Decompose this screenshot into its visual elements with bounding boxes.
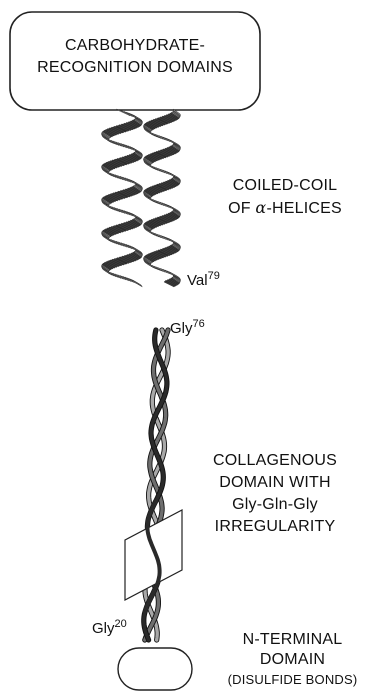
alpha-helix-right-segment [155, 134, 168, 141]
alpha-helix-left-segment [116, 142, 130, 149]
alpha-helix-left [101, 109, 142, 287]
residue-gly20-name: Gly [92, 620, 115, 637]
alpha-helix-left-segment [115, 274, 129, 281]
alpha-helix-right-segment [155, 233, 168, 240]
residue-gly76-number: 76 [193, 318, 205, 330]
alpha-helix-right-segment [156, 168, 169, 175]
collagenous-label-line4: IRREGULARITY [185, 516, 365, 538]
coiled-coil-label-line1: COILED-COIL [200, 175, 367, 197]
residue-gly76-name: Gly [170, 320, 193, 337]
n-terminal-oval [118, 648, 192, 690]
residue-gly20: Gly20 [92, 620, 127, 638]
crd-label-line2: RECOGNITION DOMAINS [10, 57, 260, 79]
alpha-helix-right-segment [155, 200, 168, 207]
coiled-coil-suffix: -HELICES [266, 200, 341, 217]
alpha-helix-left-segment [114, 208, 127, 215]
crd-label: CARBOHYDRATE- RECOGNITION DOMAINS [10, 35, 260, 79]
collagenous-label-line2: DOMAIN WITH [185, 472, 365, 494]
residue-val79-name: Val [187, 272, 208, 289]
collagenous-label: COLLAGENOUS DOMAIN WITH Gly-Gln-Gly IRRE… [185, 450, 365, 538]
coiled-coil-prefix: OF [228, 200, 255, 217]
alpha-helix-right-segment [156, 267, 169, 274]
residue-val79: Val79 [187, 272, 220, 290]
alpha-helix-left-segment [116, 241, 130, 248]
coiled-coil-label-line2: OF α-HELICES [200, 197, 367, 220]
crd-label-line1: CARBOHYDRATE- [10, 35, 260, 57]
residue-gly76: Gly76 [170, 320, 205, 338]
collagenous-label-line3: Gly-Gln-Gly [185, 494, 365, 516]
n-terminal-label: N-TERMINAL DOMAIN (DISULFIDE BONDS) [215, 630, 367, 690]
coiled-coil-label: COILED-COIL OF α-HELICES [200, 175, 367, 220]
alpha-symbol: α [255, 198, 266, 217]
collagen-triple-helix [144, 330, 168, 640]
n-terminal-label-line2: DOMAIN [215, 650, 367, 670]
collagenous-label-line1: COLLAGENOUS [185, 450, 365, 472]
n-terminal-label-line3: (DISULFIDE BONDS) [215, 670, 367, 690]
residue-val79-number: 79 [208, 270, 220, 282]
alpha-helix-left-segment [115, 175, 129, 182]
residue-gly20-number: 20 [115, 618, 127, 630]
n-terminal-label-line1: N-TERMINAL [215, 630, 367, 650]
alpha-helix-right [143, 109, 180, 287]
